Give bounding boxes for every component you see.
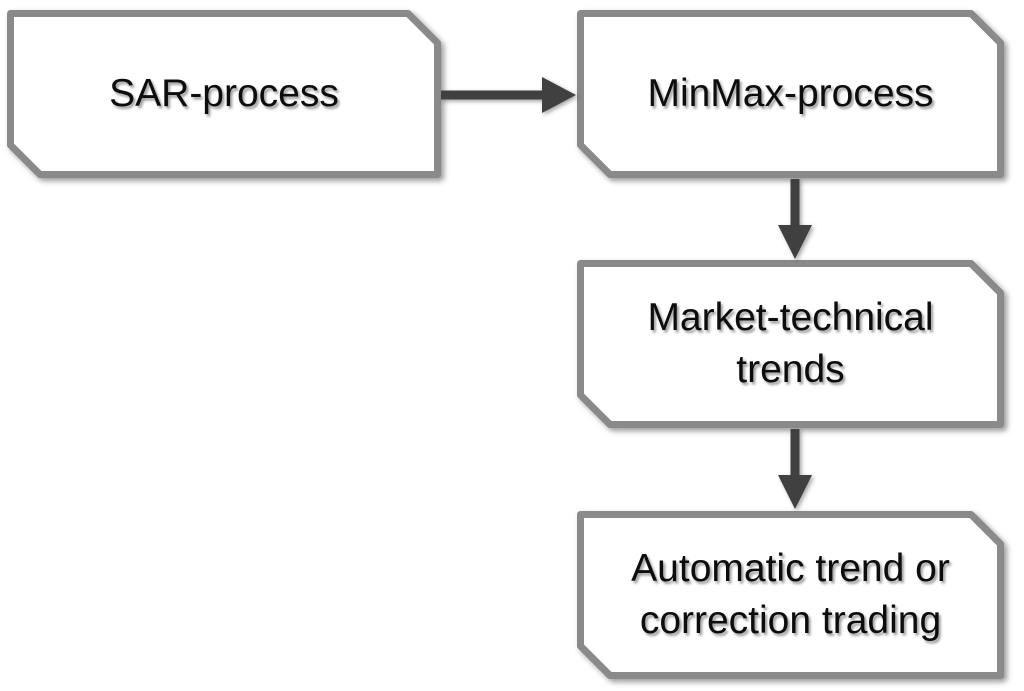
arrow-down-icon bbox=[778, 429, 812, 509]
snipped-rectangle-shape bbox=[577, 511, 1004, 679]
snipped-rectangle-shape bbox=[7, 10, 441, 178]
node-automatic-trading: Automatic trend or correction trading bbox=[577, 511, 1004, 679]
node-label: Market-technical trends bbox=[647, 296, 934, 391]
arrow-right-icon bbox=[441, 77, 576, 113]
node-market-technical-trends: Market-technical trends bbox=[577, 260, 1004, 428]
node-minmax-process: MinMax-process bbox=[577, 10, 1004, 178]
node-label: MinMax-process bbox=[647, 72, 934, 116]
arrow-down-icon bbox=[778, 179, 812, 259]
node-label: SAR-process bbox=[109, 72, 339, 116]
node-sar-process: SAR-process bbox=[7, 10, 441, 178]
node-label: Automatic trend or correction trading bbox=[631, 547, 950, 642]
snipped-rectangle-shape bbox=[577, 10, 1004, 178]
snipped-rectangle-shape bbox=[577, 260, 1004, 428]
